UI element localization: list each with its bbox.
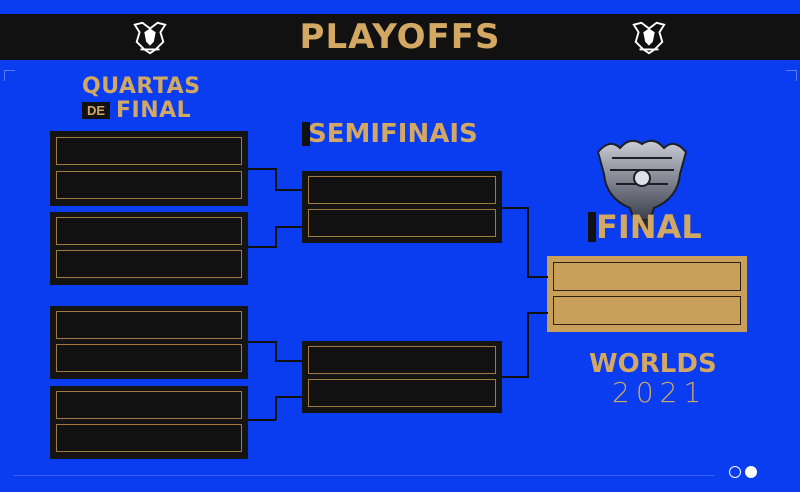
connector-line xyxy=(527,276,548,278)
quarterfinal-match-3 xyxy=(50,306,248,379)
team-slot[interactable] xyxy=(308,346,496,374)
connector-line xyxy=(527,312,548,314)
team-slot[interactable] xyxy=(56,171,242,199)
team-slot[interactable] xyxy=(553,262,741,291)
quarterfinal-match-1 xyxy=(50,131,248,206)
connector-line xyxy=(275,396,303,398)
final-match xyxy=(547,256,747,332)
team-slot[interactable] xyxy=(56,311,242,339)
frame-corner xyxy=(4,70,15,81)
trophy-icon xyxy=(590,134,694,238)
team-slot[interactable] xyxy=(56,250,242,278)
worlds-logo-icon xyxy=(630,19,668,57)
connector-line xyxy=(275,396,277,420)
connector-line xyxy=(275,341,277,361)
team-slot[interactable] xyxy=(308,379,496,407)
connector-line xyxy=(248,168,276,170)
quarterfinals-label-final: FINAL xyxy=(116,98,192,123)
header-band: PLAYOFFS xyxy=(0,14,800,60)
connector-line xyxy=(275,168,277,190)
semifinal-match-1 xyxy=(302,171,502,243)
quarterfinals-label: QUARTAS xyxy=(82,74,201,99)
top-border xyxy=(0,0,800,10)
connector-line xyxy=(248,419,276,421)
frame-corner xyxy=(786,70,797,81)
connector-line xyxy=(527,207,529,277)
circle-icon xyxy=(729,466,741,478)
bottom-divider xyxy=(14,475,714,476)
quarterfinal-match-4 xyxy=(50,386,248,459)
connector-line xyxy=(248,341,276,343)
semifinal-match-2 xyxy=(302,341,502,413)
connector-line xyxy=(502,376,528,378)
team-slot[interactable] xyxy=(308,176,496,204)
connector-line xyxy=(502,207,528,209)
team-slot[interactable] xyxy=(553,296,741,325)
page-title: PLAYOFFS xyxy=(299,17,501,57)
connector-line xyxy=(527,312,529,378)
quarterfinal-match-2 xyxy=(50,212,248,285)
team-slot[interactable] xyxy=(56,391,242,419)
event-year: 2021 xyxy=(612,376,708,409)
team-slot[interactable] xyxy=(56,217,242,245)
connector-line xyxy=(275,226,277,248)
circle-icon xyxy=(745,466,757,478)
connector-line xyxy=(275,226,303,228)
team-slot[interactable] xyxy=(308,209,496,237)
quarterfinals-de-label: DE xyxy=(82,102,111,119)
semifinals-label: SEMIFINAIS xyxy=(308,119,478,149)
final-label: FINAL xyxy=(596,208,702,246)
worlds-logo-icon xyxy=(131,19,169,57)
footer-icons xyxy=(729,466,757,478)
connector-line xyxy=(275,360,303,362)
team-slot[interactable] xyxy=(56,137,242,165)
team-slot[interactable] xyxy=(56,424,242,452)
connector-line xyxy=(275,189,303,191)
event-name: WORLDS xyxy=(589,349,717,379)
team-slot[interactable] xyxy=(56,344,242,372)
connector-line xyxy=(248,246,276,248)
